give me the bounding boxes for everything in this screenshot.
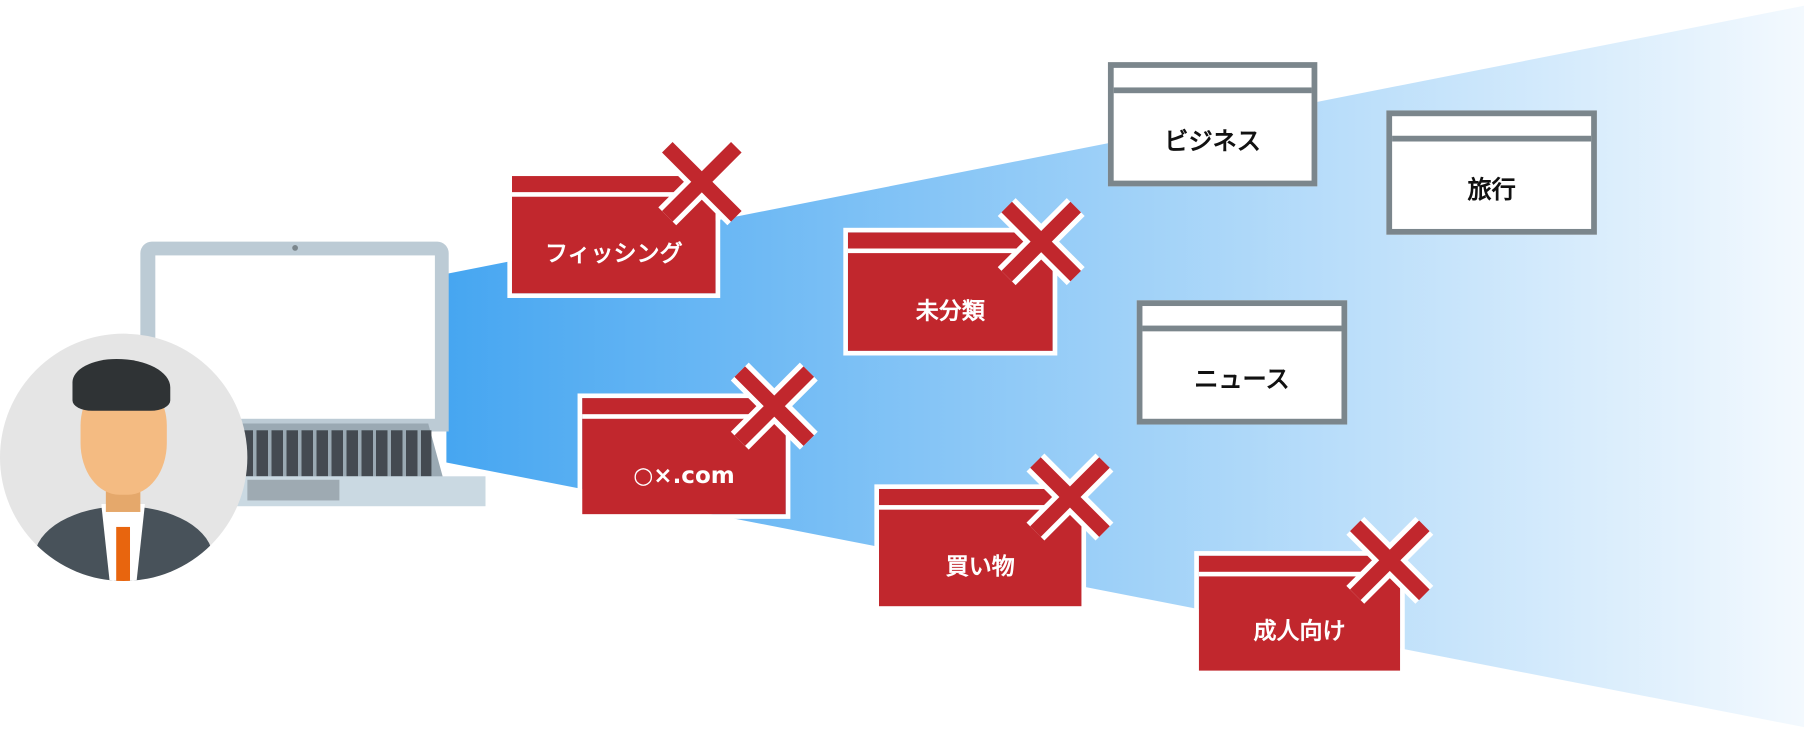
category-label: 未分類 [915, 296, 985, 325]
blocked-x-icon [730, 362, 818, 450]
allowed-category-news: ニュース [1136, 300, 1348, 425]
category-label: 成人向け [1253, 616, 1346, 645]
category-label: フィッシング [544, 239, 683, 267]
category-label: ビジネス [1164, 127, 1261, 156]
allowed-category-business: ビジネス [1107, 62, 1318, 187]
category-label: 買い物 [945, 552, 1015, 580]
blocked-x-icon [658, 138, 746, 226]
allowed-category-travel: 旅行 [1386, 110, 1597, 235]
blocked-x-icon [1346, 516, 1434, 604]
category-label: ○×.com [633, 461, 735, 489]
category-label: 旅行 [1467, 176, 1516, 204]
blocked-x-icon [1026, 453, 1114, 541]
category-label: ニュース [1194, 365, 1290, 394]
blocked-x-icon [997, 198, 1085, 286]
